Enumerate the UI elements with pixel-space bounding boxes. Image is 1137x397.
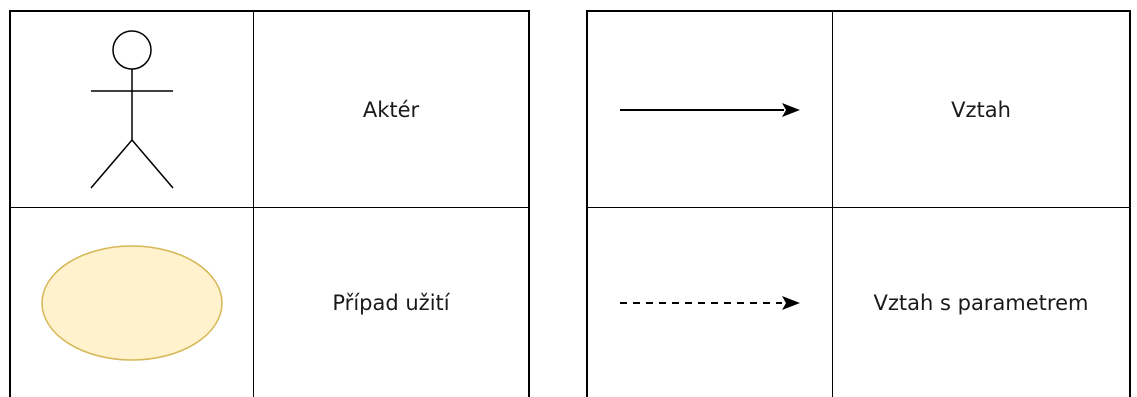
legend-table-left: Aktér Případ užití bbox=[9, 10, 530, 397]
legend-table-right: Vztah Vztah s parametrem bbox=[586, 10, 1131, 397]
solid-arrow-icon bbox=[620, 102, 800, 117]
relation-symbol-cell bbox=[588, 12, 832, 207]
parametric-relation-label: Vztah s parametrem bbox=[873, 290, 1089, 315]
relation-label: Vztah bbox=[951, 97, 1011, 122]
dashed-arrow-icon bbox=[620, 295, 800, 310]
parametric-relation-label-cell: Vztah s parametrem bbox=[833, 208, 1129, 397]
parametric-relation-symbol-cell bbox=[588, 208, 832, 397]
use-case-symbol-cell bbox=[11, 208, 253, 397]
use-case-label-cell: Případ užití bbox=[254, 208, 528, 397]
use-case-ellipse-icon bbox=[41, 244, 223, 361]
actor-label: Aktér bbox=[362, 97, 420, 122]
actor-icon bbox=[90, 29, 174, 188]
use-case-label: Případ užití bbox=[332, 290, 450, 315]
row-divider bbox=[11, 207, 528, 208]
actor-symbol-cell bbox=[11, 12, 253, 207]
relation-label-cell: Vztah bbox=[833, 12, 1129, 207]
actor-label-cell: Aktér bbox=[254, 12, 528, 207]
column-divider bbox=[832, 12, 833, 397]
column-divider bbox=[253, 12, 254, 397]
row-divider bbox=[588, 207, 1129, 208]
